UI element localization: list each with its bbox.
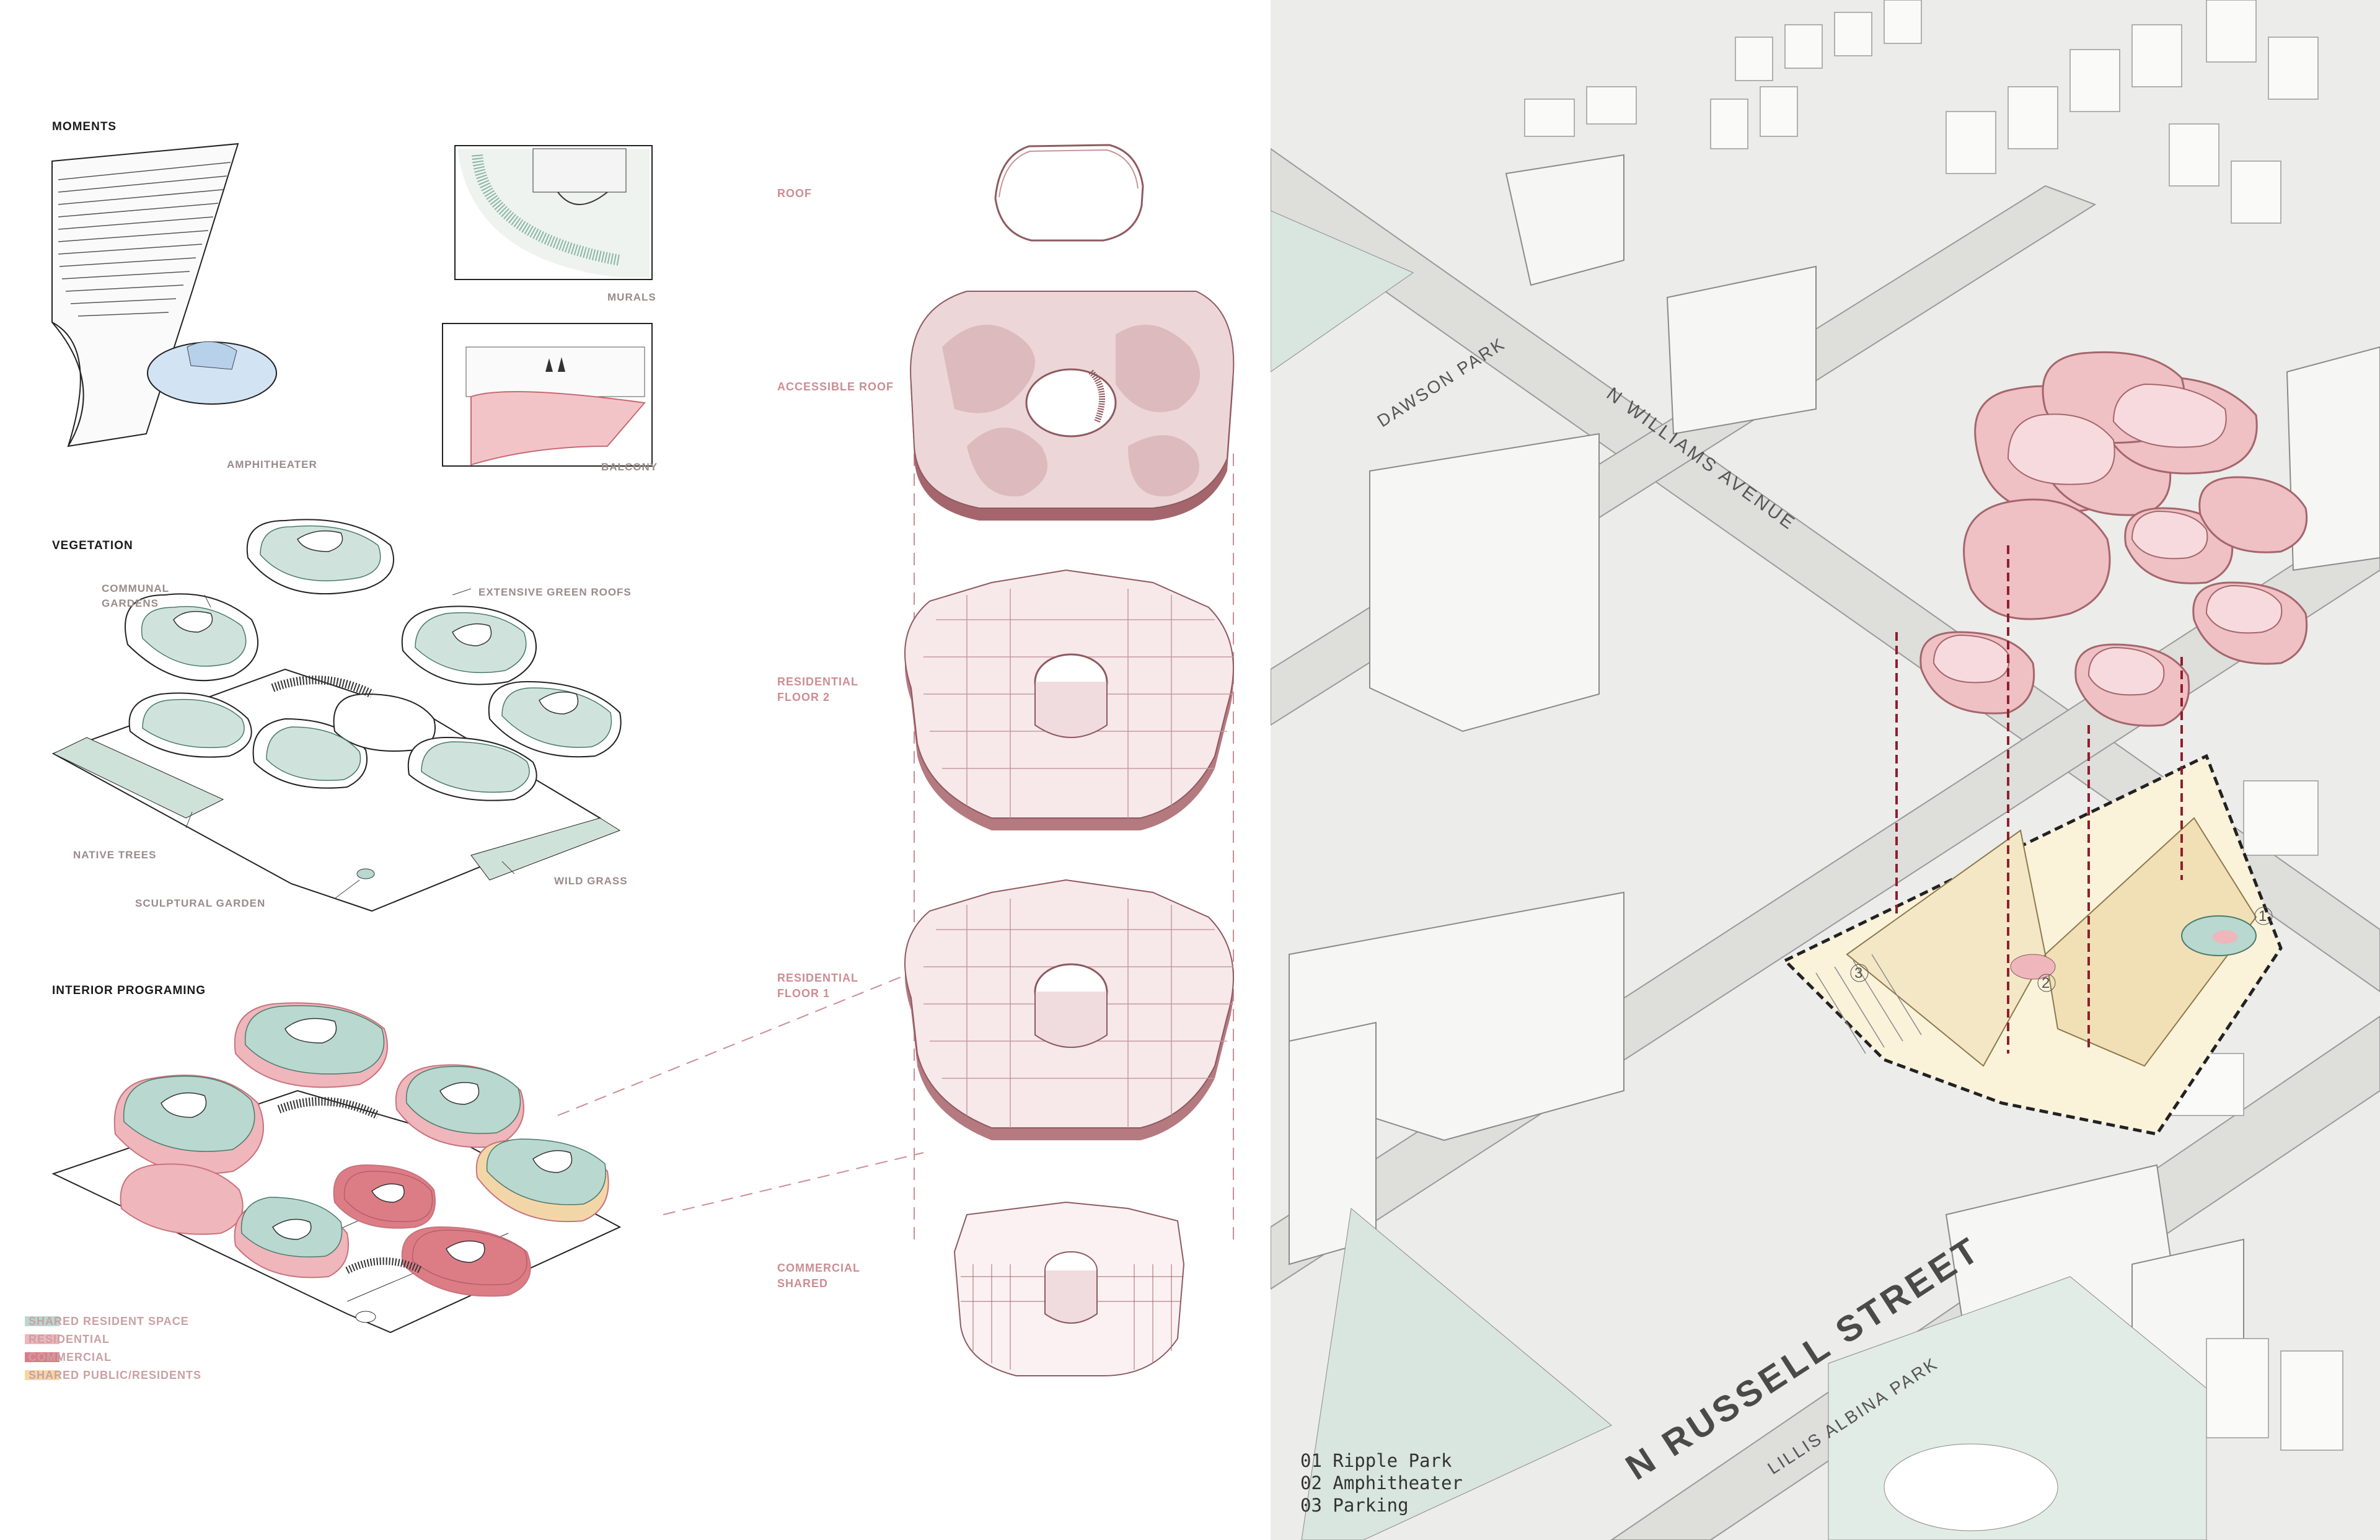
- map-key-item-2: 02 Amphitheater: [1300, 1472, 1463, 1494]
- legend-item-shared-resident: SHARED RESIDENT SPACE: [25, 1314, 189, 1329]
- site-number-3: 3: [1854, 965, 1862, 982]
- caption-balcony: BALCONY: [601, 461, 658, 473]
- legend-swatch: [25, 1316, 60, 1326]
- exploded-floor-2: [904, 569, 1234, 830]
- interior-axon: [51, 1002, 622, 1334]
- exploded-commercial: [953, 1201, 1185, 1376]
- left-drawings: [51, 143, 1235, 1376]
- section-title-vegetation: VEGETATION: [52, 539, 133, 552]
- legend-swatch: [25, 1334, 60, 1344]
- balcony-vignette: [442, 323, 653, 467]
- caption-murals: MURALS: [607, 291, 656, 303]
- callout-lines: [557, 454, 1234, 1239]
- vegetation-axon: [51, 519, 622, 912]
- exploded-roof: [994, 144, 1144, 242]
- site-number-1: 1: [2259, 908, 2267, 925]
- caption-sculptural-garden: SCULPTURAL GARDEN: [135, 897, 266, 909]
- caption-extensive-green-roofs: EXTENSIVE GREEN ROOFS: [478, 586, 632, 598]
- exploded-floor-1: [904, 879, 1234, 1140]
- legend-item-commercial: COMMERCIAL: [25, 1350, 112, 1365]
- section-title-moments: MOMENTS: [52, 120, 117, 133]
- legend-swatch: [25, 1370, 60, 1380]
- caption-amphitheater: AMPHITHEATER: [227, 459, 317, 470]
- floor-label-accessible-roof: ACCESSIBLE ROOF: [777, 381, 894, 393]
- amphitheater-vignette: [51, 143, 277, 447]
- map-key-item-1: 01 Ripple Park: [1300, 1450, 1452, 1471]
- site-numbers: 1 2 3: [1850, 907, 2273, 992]
- section-title-interior: INTERIOR PROGRAMING: [52, 984, 206, 997]
- legend-item-shared-public: SHARED PUBLIC/RESIDENTS: [25, 1368, 201, 1383]
- floor-label-roof: ROOF: [777, 187, 812, 200]
- murals-vignette: [454, 145, 653, 280]
- map-key-item-3: 03 Parking: [1300, 1495, 1409, 1516]
- caption-wild-grass: WILD GRASS: [554, 875, 628, 887]
- exploded-accessible-roof: [910, 291, 1235, 521]
- legend-swatch: [25, 1352, 60, 1362]
- site-map-drawing: N WILLIAMS AVENUE N RUSSELL STREET DAWSO…: [1271, 0, 2380, 1540]
- caption-native-trees: NATIVE TREES: [73, 849, 157, 861]
- legend-item-residential: RESIDENTIAL: [25, 1332, 110, 1347]
- site-number-2: 2: [2042, 975, 2050, 992]
- site-map: N WILLIAMS AVENUE N RUSSELL STREET DAWSO…: [1271, 0, 2380, 1540]
